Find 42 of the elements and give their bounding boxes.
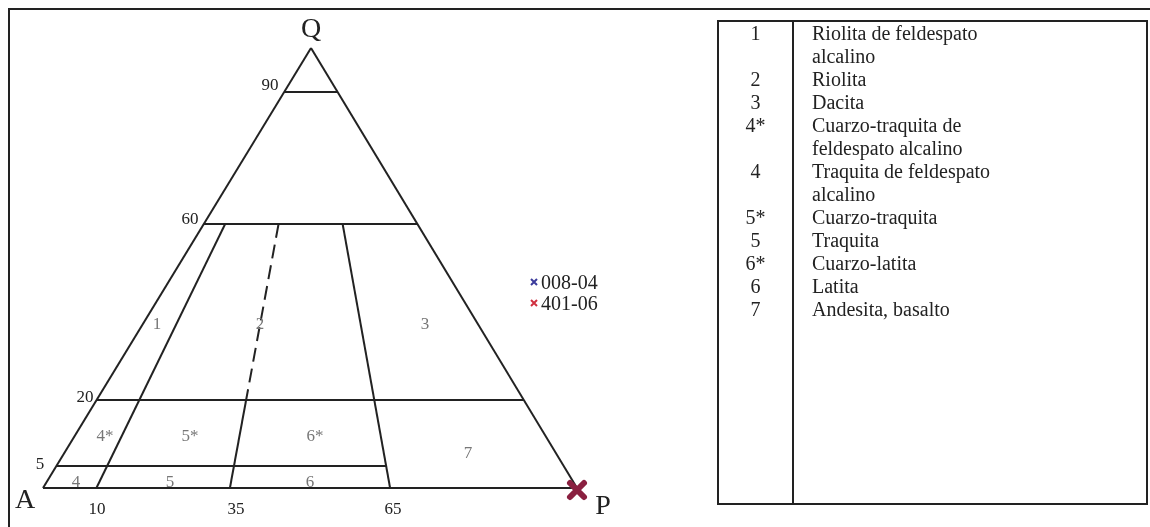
- rock-number: 3: [718, 91, 793, 114]
- rock-name: Cuarzo-traquita: [812, 206, 939, 229]
- rock-name: Latita: [812, 275, 860, 298]
- rock-number: 1: [718, 21, 793, 68]
- tick-label: 60: [181, 209, 199, 227]
- rock-number: 4: [718, 160, 793, 206]
- legend-label: 401-06: [541, 293, 598, 313]
- field-number: 6*: [306, 426, 324, 444]
- field-number: 6: [305, 472, 315, 490]
- rock-number: 2: [718, 68, 793, 91]
- field-number: 5: [165, 472, 175, 490]
- rock-number: 6: [718, 275, 793, 298]
- field-number: 4*: [96, 426, 114, 444]
- field-number: 5*: [181, 426, 199, 444]
- rock-name: Andesita, basalto: [812, 298, 951, 321]
- field-number: 7: [463, 443, 473, 461]
- rock-number: 5: [718, 229, 793, 252]
- rock-name: Riolita: [812, 68, 868, 91]
- apex-label: P: [595, 491, 611, 519]
- apex-label: Q: [300, 14, 322, 42]
- tick-label: 20: [76, 387, 94, 405]
- rock-name: Traquita: [812, 229, 881, 252]
- apex-label: A: [14, 485, 36, 513]
- rock-name: Dacita: [812, 91, 866, 114]
- tick-label: 10: [88, 499, 106, 517]
- rock-number: 5*: [718, 206, 793, 229]
- rock-name: Cuarzo-latita: [812, 252, 918, 275]
- rock-name: Traquita de feldespato alcalino: [812, 160, 992, 206]
- field-number: 4: [71, 472, 81, 490]
- tick-label: 5: [35, 454, 45, 472]
- tick-label: 65: [384, 499, 402, 517]
- rock-number: 7: [718, 298, 793, 321]
- rock-number: 4*: [718, 114, 793, 160]
- field-number: 2: [255, 314, 265, 332]
- tick-label: 90: [261, 75, 279, 93]
- rock-name: Cuarzo-traquita de feldespato alcalino: [812, 114, 964, 160]
- rock-name: Riolita de feldespato alcalino: [812, 22, 979, 68]
- tick-label: 35: [227, 499, 245, 517]
- rock-number: 6*: [718, 252, 793, 275]
- legend-label: 008-04: [541, 272, 598, 292]
- field-number: 3: [420, 314, 430, 332]
- field-number: 1: [152, 314, 162, 332]
